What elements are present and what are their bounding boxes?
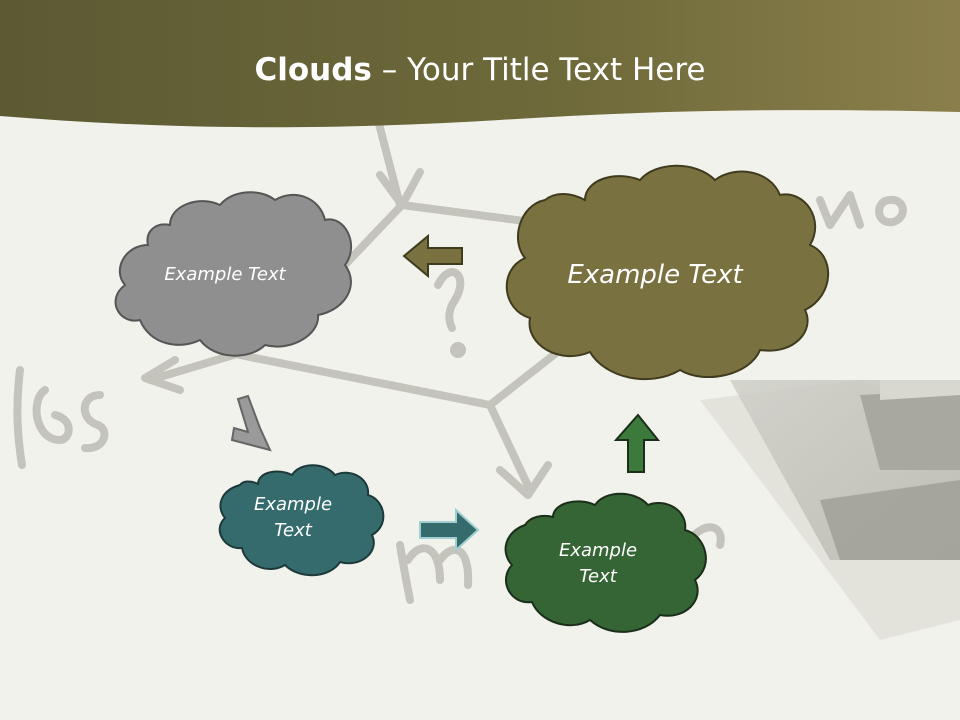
header-band bbox=[0, 0, 960, 128]
teal-cloud[interactable] bbox=[218, 464, 385, 577]
title-rest: – Your Title Text Here bbox=[371, 52, 706, 88]
arrow-up-icon bbox=[613, 413, 661, 473]
olive-cloud[interactable] bbox=[505, 164, 830, 381]
arrow-down-left-icon bbox=[230, 394, 272, 452]
arrow-right-icon bbox=[419, 507, 480, 553]
green-cloud[interactable] bbox=[504, 492, 707, 633]
title-bold: Clouds bbox=[254, 52, 372, 88]
slide-title: Clouds – Your Title Text Here bbox=[0, 52, 960, 88]
arrow-left-icon bbox=[402, 233, 463, 279]
gray-cloud[interactable] bbox=[114, 191, 352, 357]
pen-illustration bbox=[700, 380, 960, 640]
